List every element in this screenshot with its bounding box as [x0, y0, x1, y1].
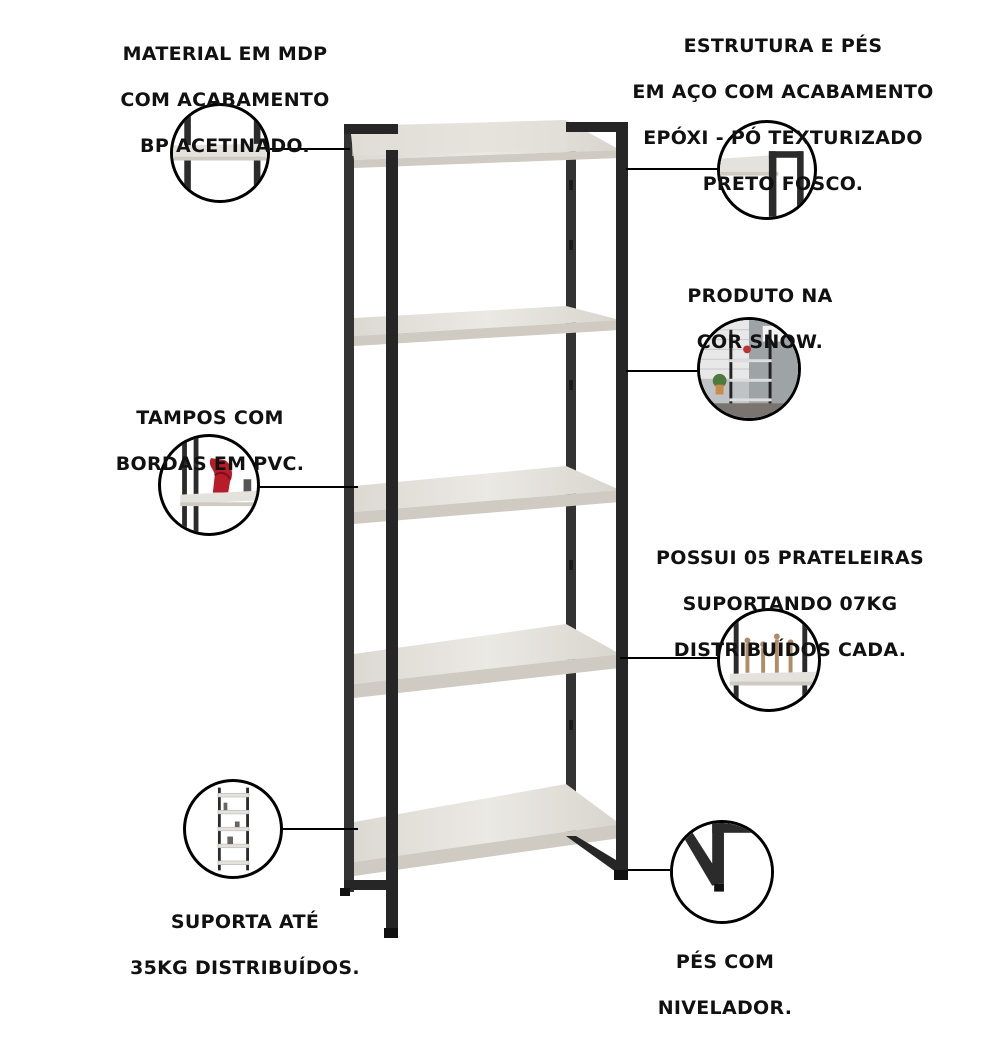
connector-estrutura	[626, 168, 718, 170]
connector-suporta	[258, 828, 358, 830]
label-tampos-line-1: TAMPOS COM	[136, 407, 284, 429]
label-estrutura-line-4: PRETO FOSCO.	[702, 173, 864, 195]
bookshelf-illustration	[340, 120, 628, 938]
connector-tampos	[258, 486, 358, 488]
shelf-5	[354, 784, 620, 876]
shelf-2	[354, 306, 620, 346]
label-estrutura-line-3: EPÓXI - PÓ TEXTURIZADO	[643, 127, 923, 149]
connector-prateleiras	[620, 657, 718, 659]
label-tampos: TAMPOS COM BORDAS EM PVC.	[110, 384, 310, 499]
label-material-line-2: COM ACABAMENTO	[120, 89, 330, 111]
label-estrutura-line-2: EM AÇO COM ACABAMENTO	[632, 81, 934, 103]
label-cor-line-2: COR SNOW.	[696, 331, 824, 353]
detail-circle-tampos	[158, 434, 260, 536]
label-material-line-1: MATERIAL EM MDP	[122, 43, 328, 65]
connector-material	[270, 148, 350, 150]
shelf-4	[354, 624, 620, 698]
label-prateleiras-line-2: SUPORTANDO 07KG	[682, 593, 898, 615]
detail-circle-estrutura	[717, 120, 817, 220]
label-pes-line-2: NIVELADOR.	[657, 997, 793, 1019]
detail-circle-pes	[670, 820, 774, 924]
label-prateleiras-line-3: DISTRIBUÍDOS CADA.	[673, 639, 907, 661]
label-estrutura: ESTRUTURA E PÉS EM AÇO COM ACABAMENTO EP…	[628, 12, 938, 219]
shelf-1	[350, 120, 620, 168]
label-suporta-line-1: SUPORTA ATÉ	[170, 911, 320, 933]
label-prateleiras-line-1: POSSUI 05 PRATELEIRAS	[656, 547, 924, 569]
front-right-post	[616, 124, 628, 872]
detail-circle-material	[170, 103, 270, 203]
detail-circle-prateleiras	[717, 608, 821, 712]
label-material: MATERIAL EM MDP COM ACABAMENTO BP ACETIN…	[110, 20, 340, 181]
label-prateleiras: POSSUI 05 PRATELEIRAS SUPORTANDO 07KG DI…	[640, 524, 940, 685]
label-suporta: SUPORTA ATÉ 35KG DISTRIBUÍDOS.	[130, 888, 360, 1003]
label-cor: PRODUTO NA COR SNOW.	[660, 262, 860, 377]
label-pes-line-1: PÉS COM	[675, 951, 775, 973]
label-tampos-line-2: BORDAS EM PVC.	[115, 453, 305, 475]
label-material-line-3: BP ACETINADO.	[140, 135, 310, 157]
label-estrutura-line-1: ESTRUTURA E PÉS	[683, 35, 883, 57]
label-pes: PÉS COM NIVELADOR.	[630, 928, 820, 1043]
connector-pes	[628, 869, 670, 871]
detail-circle-suporta	[183, 779, 283, 879]
label-suporta-line-2: 35KG DISTRIBUÍDOS.	[130, 957, 360, 979]
shelf-3	[354, 466, 620, 524]
connector-cor	[626, 370, 698, 372]
front-left-post	[386, 150, 398, 930]
label-cor-line-1: PRODUTO NA	[687, 285, 833, 307]
rear-left-post	[344, 124, 354, 892]
